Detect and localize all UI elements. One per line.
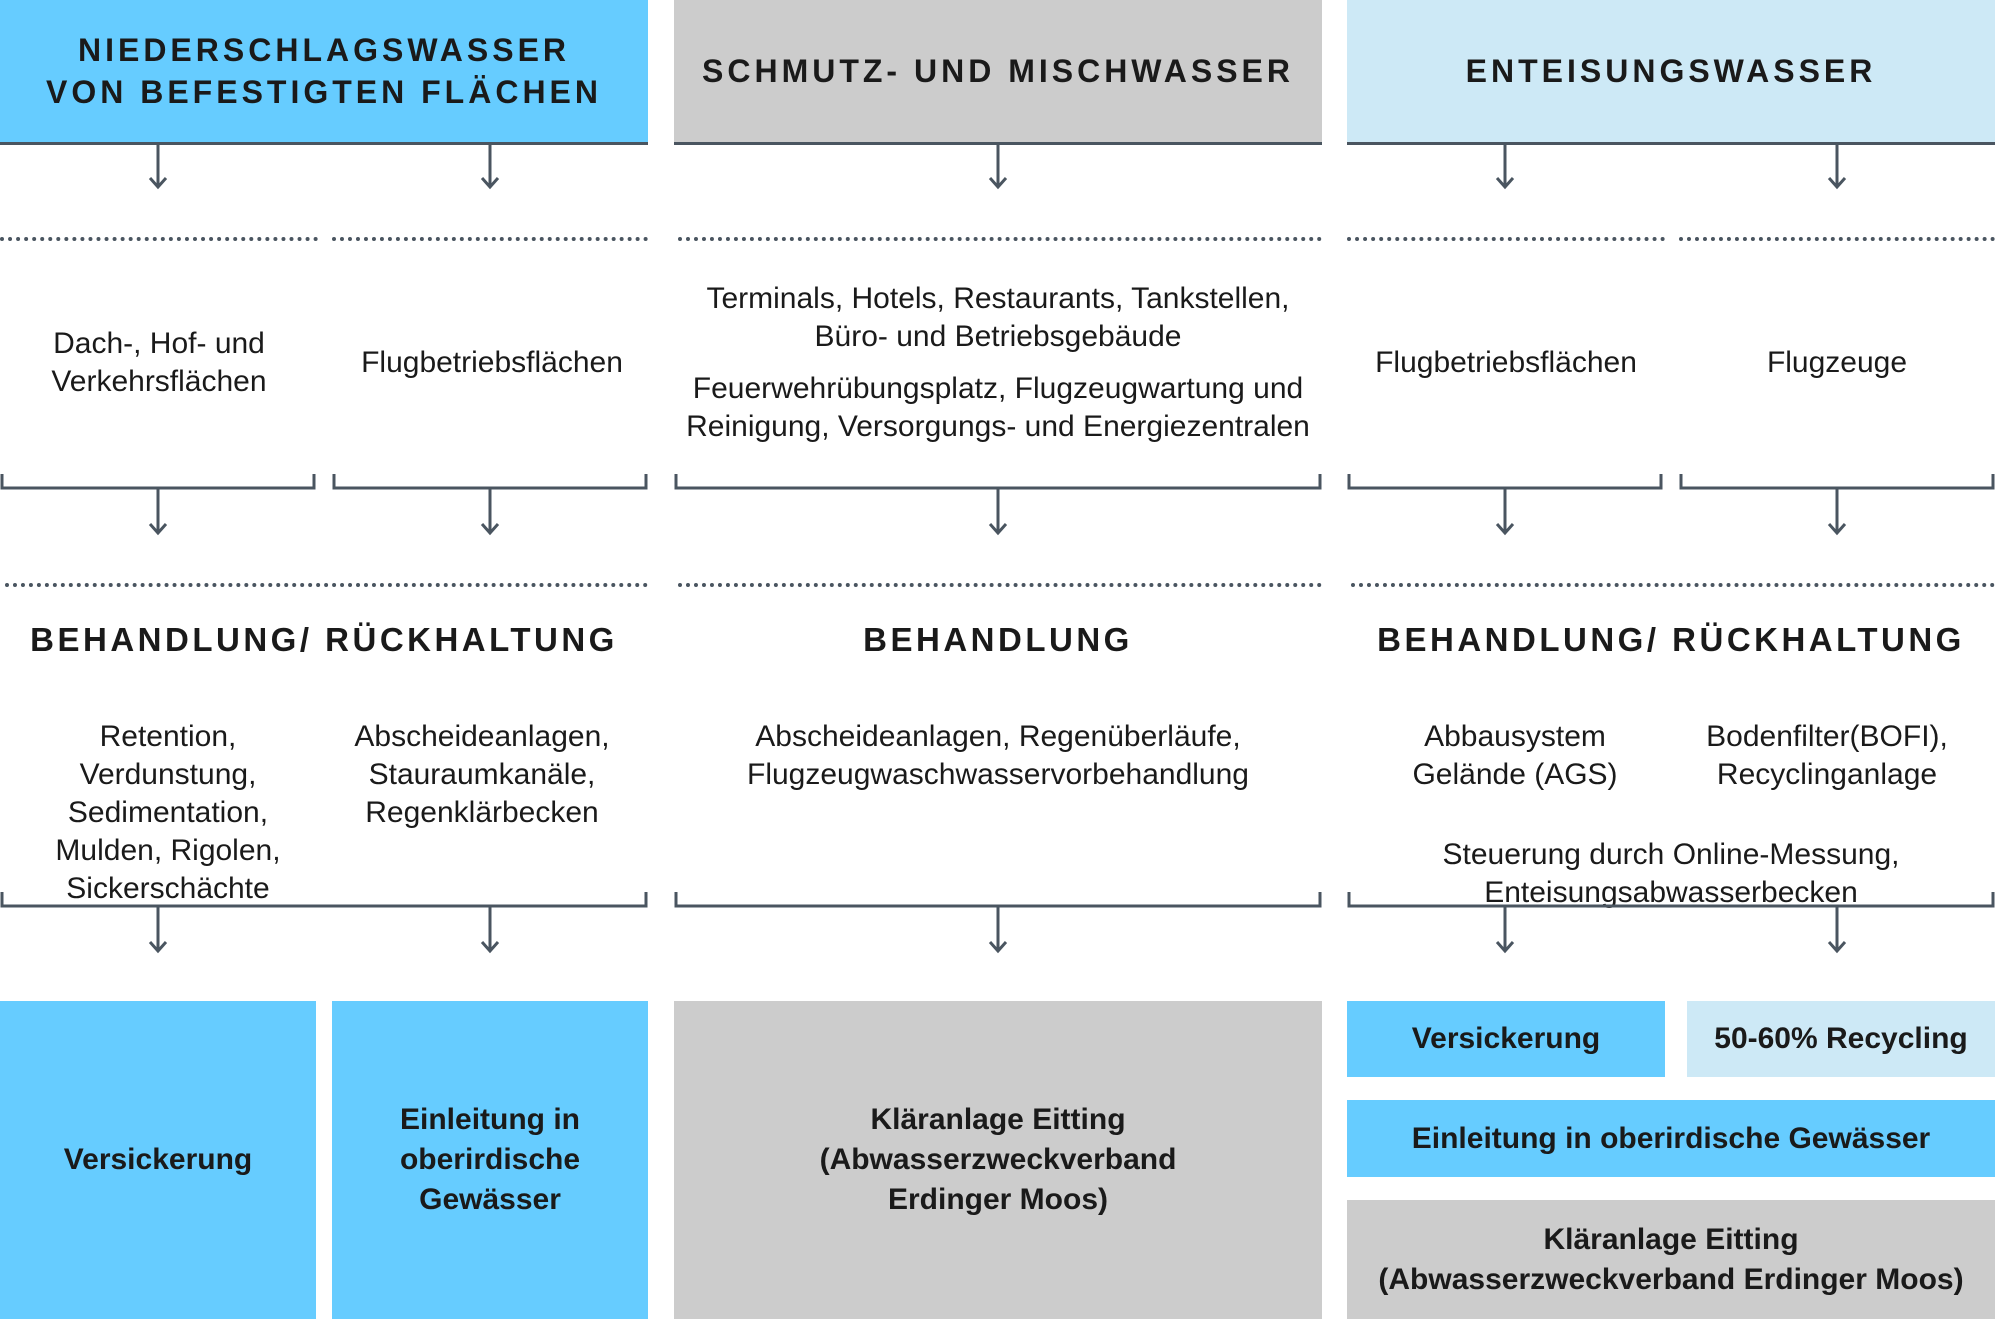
treatment-title-schmutz-text: BEHANDLUNG (863, 621, 1133, 658)
treatment-title-niederschlag: BEHANDLUNG/ RÜCKHALTUNG (0, 615, 648, 665)
treatment-title-enteisung-text: BEHANDLUNG/ RÜCKHALTUNG (1377, 621, 1965, 658)
header-niederschlagswasser-text: NIEDERSCHLAGSWASSER VON BEFESTIGTEN FLÄC… (45, 32, 602, 110)
treatment-title-niederschlag-text: BEHANDLUNG/ RÜCKHALTUNG (30, 621, 618, 658)
arrow-down-icon (148, 488, 168, 536)
bracket-line (1679, 474, 1995, 490)
header-niederschlagswasser: NIEDERSCHLAGSWASSER VON BEFESTIGTEN FLÄC… (0, 0, 648, 142)
bracket-line (674, 892, 1322, 908)
source-feuerwehr-text: Feuerwehrübungsplatz, Flugzeugwartung un… (686, 371, 1310, 443)
arrow-down-icon (480, 906, 500, 954)
source-flugbetriebsflaechen-enteisung: Flugbetriebsflächen (1347, 245, 1665, 480)
source-flugbetriebsflaechen-niederschlag: Flugbetriebsflächen (332, 245, 652, 480)
outcome-versickerung-enteisung: Versickerung (1347, 1001, 1665, 1077)
bracket-line (1347, 474, 1663, 490)
bracket-line (332, 474, 648, 490)
outcome-versickerung-niederschlag: Versickerung (0, 1001, 316, 1319)
treatment-bofi-text: Bodenfilter(BOFI), Recyclinganlage (1706, 720, 1948, 791)
dotted-divider (678, 583, 1322, 587)
bracket-line (674, 474, 1322, 490)
header-schmutzwasser-text: SCHMUTZ- UND MISCHWASSER (702, 53, 1294, 89)
treatment-bofi: Bodenfilter(BOFI), Recyclinganlage (1667, 680, 1987, 794)
arrow-down-icon (1495, 488, 1515, 536)
dotted-divider (0, 237, 318, 241)
header-enteisungswasser: ENTEISUNGSWASSER (1347, 0, 1995, 142)
dotted-divider (1347, 237, 1665, 241)
outcome-klaeranlage-enteisung: Kläranlage Eitting (Abwasserzweckverband… (1347, 1200, 1995, 1319)
treatment-retention-text: Retention, Verdunstung, Sedimentation, M… (55, 720, 281, 905)
treatment-steuerung-text: Steuerung durch Online-Messung, Enteisun… (1442, 838, 1900, 909)
bracket-line (0, 892, 648, 908)
outcome-einleitung-niederschlag: Einleitung in oberirdische Gewässer (332, 1001, 648, 1319)
arrow-down-icon (148, 142, 168, 190)
arrow-down-icon (988, 906, 1008, 954)
outcome-einleitung-enteisung-text: Einleitung in oberirdische Gewässer (1411, 1121, 1931, 1155)
treatment-ags: Abbausystem Gelände (AGS) (1357, 680, 1673, 794)
treatment-steuerung: Steuerung durch Online-Messung, Enteisun… (1347, 798, 1995, 912)
outcome-klaeranlage-schmutz: Kläranlage Eitting (Abwasserzweckverband… (674, 1001, 1322, 1319)
arrow-down-icon (1495, 906, 1515, 954)
arrow-down-icon (1827, 142, 1847, 190)
treatment-retention: Retention, Verdunstung, Sedimentation, M… (20, 680, 316, 908)
treatment-ags-text: Abbausystem Gelände (AGS) (1412, 720, 1618, 791)
outcome-klaeranlage-schmutz-text: Kläranlage Eitting (Abwasserzweckverband… (819, 1103, 1177, 1216)
dotted-divider (678, 237, 1322, 241)
connector-arrows-row1 (148, 142, 1847, 190)
source-flugzeuge-text: Flugzeuge (1766, 345, 1908, 379)
arrow-down-icon (1495, 142, 1515, 190)
bracket-line (0, 474, 316, 490)
dotted-divider (1679, 237, 1995, 241)
outcome-einleitung-enteisung: Einleitung in oberirdische Gewässer (1347, 1100, 1995, 1177)
dotted-divider (332, 237, 648, 241)
outcome-klaeranlage-enteisung-text: Kläranlage Eitting (Abwasserzweckverband… (1378, 1222, 1964, 1296)
source-flugbetriebsflaechen-enteisung-text: Flugbetriebsflächen (1375, 345, 1637, 379)
connector-brackets-row3 (0, 892, 1995, 954)
outcome-versickerung-enteisung-text: Versickerung (1411, 1022, 1601, 1055)
treatment-abscheideanlagen: Abscheideanlagen, Stauraumkanäle, Regenk… (322, 680, 642, 832)
bracket-line (1347, 892, 1995, 908)
arrow-down-icon (148, 906, 168, 954)
source-dach-hof-verkehrsflaechen: Dach-, Hof- und Verkehrsflächen (0, 245, 318, 480)
treatment-title-schmutz: BEHANDLUNG (674, 615, 1322, 665)
dotted-divider (1351, 583, 1995, 587)
arrow-down-icon (988, 142, 1008, 190)
outcome-recycling-text: 50-60% Recycling (1714, 1022, 1968, 1055)
source-schmutzwasser: Terminals, Hotels, Restaurants, Tankstel… (674, 245, 1322, 480)
header-schmutzwasser: SCHMUTZ- UND MISCHWASSER (674, 0, 1322, 142)
connector-brackets-row2 (0, 474, 1995, 536)
source-flugbetriebsflaechen-niederschlag-text: Flugbetriebsflächen (361, 345, 623, 379)
arrow-down-icon (988, 488, 1008, 536)
outcome-einleitung-niederschlag-text: Einleitung in oberirdische Gewässer (399, 1103, 581, 1216)
treatment-abscheideanlagen-text: Abscheideanlagen, Stauraumkanäle, Regenk… (354, 720, 610, 829)
header-underline-left (0, 142, 648, 145)
treatment-schmutz-text: Abscheideanlagen, Regenüberläufe, Flugze… (747, 720, 1249, 791)
header-underline-right (1347, 142, 1995, 145)
treatment-schmutz-text-block: Abscheideanlagen, Regenüberläufe, Flugze… (674, 680, 1322, 794)
dotted-divider (5, 583, 648, 587)
arrow-down-icon (1827, 488, 1847, 536)
header-enteisungswasser-text: ENTEISUNGSWASSER (1465, 53, 1877, 89)
arrow-down-icon (480, 142, 500, 190)
arrow-down-icon (1827, 906, 1847, 954)
outcome-recycling: 50-60% Recycling (1687, 1001, 1995, 1077)
source-dach-hof-verkehrsflaechen-text: Dach-, Hof- und Verkehrsflächen (51, 326, 267, 398)
arrow-down-icon (480, 488, 500, 536)
treatment-title-enteisung: BEHANDLUNG/ RÜCKHALTUNG (1347, 615, 1995, 665)
source-terminals-text: Terminals, Hotels, Restaurants, Tankstel… (706, 281, 1290, 353)
outcome-versickerung-niederschlag-text: Versickerung (63, 1143, 253, 1176)
source-flugzeuge: Flugzeuge (1679, 245, 1995, 480)
